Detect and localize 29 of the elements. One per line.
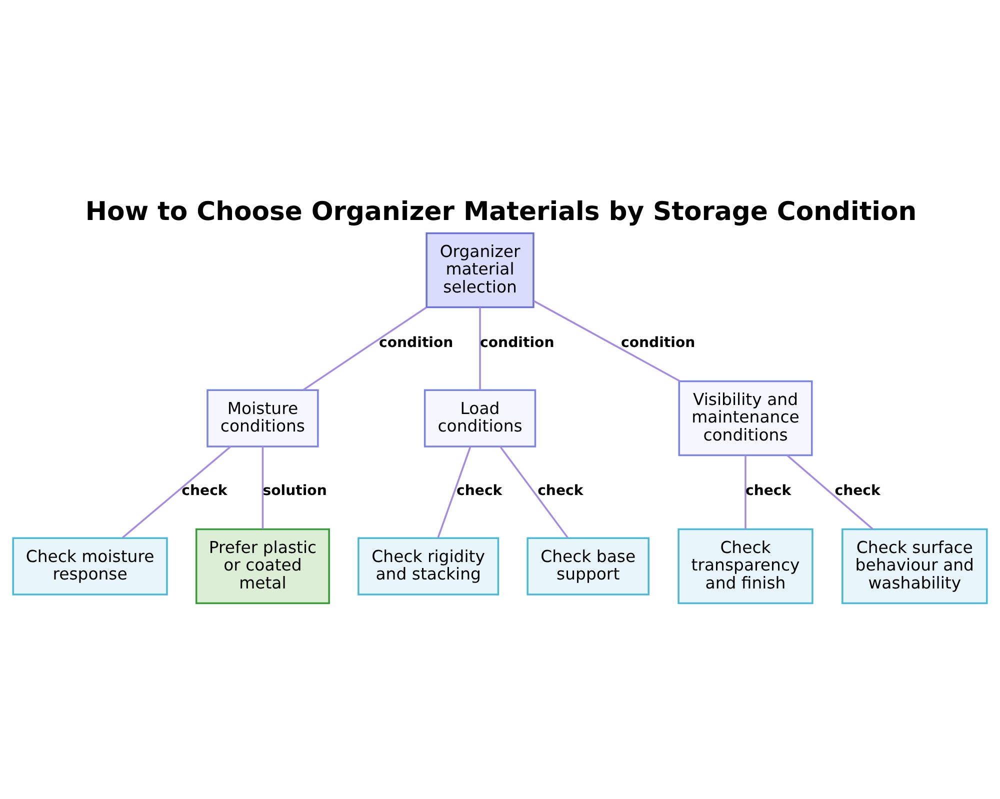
diagram-title: How to Choose Organizer Materials by Storage Condition xyxy=(85,196,917,227)
edge-label: condition xyxy=(620,334,696,351)
edge-label: check xyxy=(834,482,880,499)
node-box: Prefer plastic or coated metal xyxy=(195,528,330,604)
connector xyxy=(122,446,232,538)
node-box: Load conditions xyxy=(424,389,536,448)
edge-label: condition xyxy=(379,334,454,351)
edge-label: condition xyxy=(480,334,554,351)
node-box: Moisture conditions xyxy=(206,389,319,448)
edge-label: check xyxy=(746,482,792,499)
edge-label: check xyxy=(538,482,584,499)
connector xyxy=(499,446,568,538)
connector xyxy=(786,454,874,530)
node-box: Check surface behaviour and washability xyxy=(842,528,988,604)
edge-label: check xyxy=(182,482,228,499)
node-box: Check rigidity and stacking xyxy=(358,537,500,596)
node-box: Visibility and maintenance conditions xyxy=(678,380,813,456)
node-box: Check base support xyxy=(526,537,650,596)
connector xyxy=(437,446,472,538)
edge-label: solution xyxy=(262,482,327,499)
connector xyxy=(744,455,746,530)
connector xyxy=(262,446,264,529)
node-box: Check transparency and finish xyxy=(678,528,814,604)
node-box: Organizer material selection xyxy=(426,232,534,308)
connector xyxy=(533,300,681,382)
connector xyxy=(302,306,427,391)
connector xyxy=(479,307,481,390)
edge-label: check xyxy=(456,482,502,499)
node-box: Check moisture response xyxy=(12,537,168,596)
